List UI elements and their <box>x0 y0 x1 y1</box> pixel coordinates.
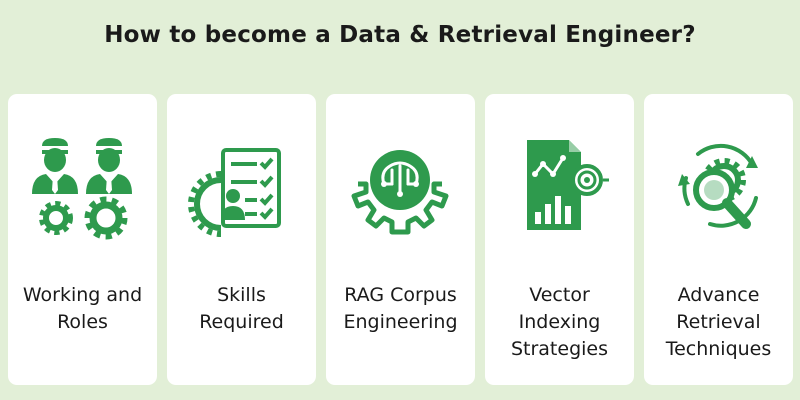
card-advance-retrieval-techniques: Advance Retrieval Techniques <box>644 94 793 385</box>
card-vector-indexing-strategies: Vector Indexing Strategies <box>485 94 634 385</box>
card-skills-required: Skills Required <box>167 94 316 385</box>
page-title: How to become a Data & Retrieval Enginee… <box>104 22 696 48</box>
card-label: Advance Retrieval Techniques <box>665 284 772 360</box>
card-label: Skills Required <box>199 284 284 333</box>
card-rag-corpus-engineering: RAG Corpus Engineering <box>326 94 475 385</box>
card-row: Working and Roles <box>8 94 793 385</box>
card-label: Working and Roles <box>22 284 143 333</box>
checklist-gear-icon <box>181 134 301 244</box>
brain-gear-icon <box>340 134 460 244</box>
search-gear-icon <box>658 134 778 244</box>
team-gears-icon <box>22 134 142 244</box>
card-label: Vector Indexing Strategies <box>510 284 609 360</box>
card-label: RAG Corpus Engineering <box>343 284 458 333</box>
chart-report-icon <box>499 134 619 244</box>
card-working-and-roles: Working and Roles <box>8 94 157 385</box>
